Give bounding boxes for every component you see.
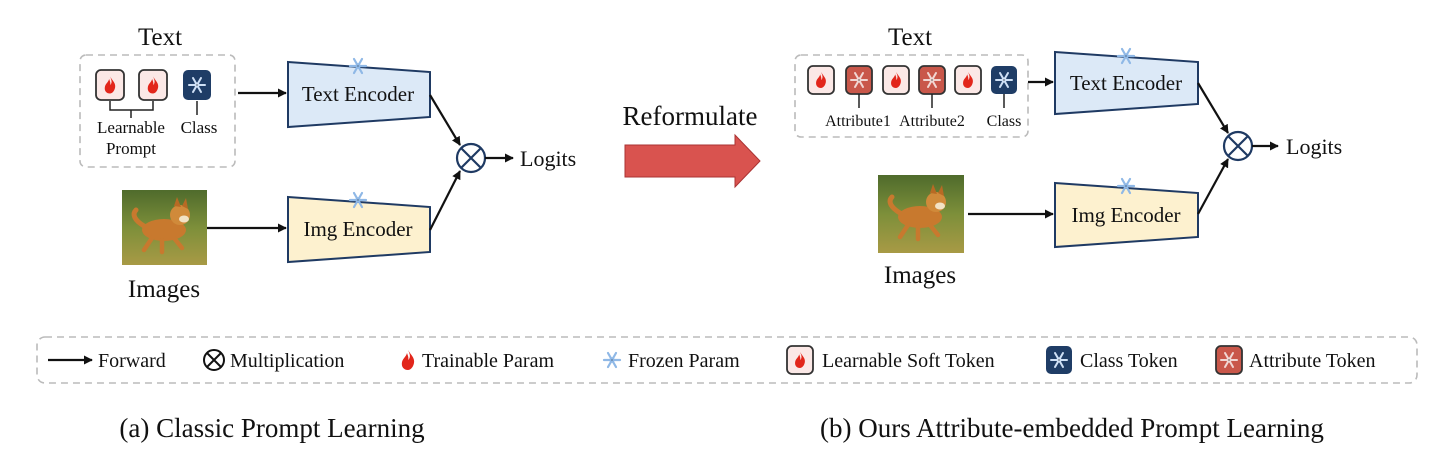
panel-b-img-encoder <box>1054 181 1199 249</box>
reformulate-arrow <box>624 133 761 189</box>
panel-a-soft-token-2 <box>138 69 168 101</box>
panel-b-attribute-token-1 <box>845 65 873 95</box>
panel-b-soft-token-1 <box>807 65 835 95</box>
legend-soft-token-icon <box>786 345 814 375</box>
legend-snowflake-icon <box>602 351 622 369</box>
panel-a-img-encoder-label: Img Encoder <box>303 217 412 241</box>
panel-a-text-title: Text <box>138 24 182 51</box>
panel-b-logits-label: Logits <box>1286 134 1342 159</box>
panel-b: Text Attribute1 Attribute2 <box>794 24 1342 289</box>
panel-a-img-encoder <box>287 195 431 264</box>
reformulate-group: Reformulate <box>623 101 761 189</box>
legend-class-token-icon <box>1046 346 1072 374</box>
panel-b-multiply-icon <box>1222 130 1254 162</box>
panel-b-arrow-img-to-mult <box>1197 158 1229 215</box>
panel-a-logits-label: Logits <box>520 146 576 171</box>
panel-b-text-encoder-label: Text Encoder <box>1070 71 1182 95</box>
legend-box <box>36 336 1418 384</box>
panel-a-soft-token-1 <box>95 69 125 101</box>
panel-a-learnable-label-1: Learnable <box>97 118 165 137</box>
legend-multiply-icon <box>203 349 225 371</box>
legend-multiplication-label: Multiplication <box>230 350 344 372</box>
panel-b-attribute1-label: Attribute1 <box>825 113 891 130</box>
panel-b-prompt-box <box>794 54 1029 138</box>
legend-attribute-token-icon <box>1215 345 1243 375</box>
panel-a-class-label: Class <box>181 118 218 137</box>
reformulate-label: Reformulate <box>623 101 758 131</box>
panel-a-learnable-bracket <box>109 101 154 118</box>
panel-b-soft-token-2 <box>882 65 910 95</box>
panel-b-img-encoder-label: Img Encoder <box>1071 203 1180 227</box>
panel-b-arrow-text-to-mult <box>1197 82 1229 134</box>
legend: Forward Multiplication Trainable Param F… <box>36 336 1418 384</box>
panel-b-soft-token-3 <box>954 65 982 95</box>
panel-a-text-encoder-label: Text Encoder <box>302 82 414 106</box>
panel-b-attribute2-label: Attribute2 <box>899 113 965 130</box>
panel-b-dog-image <box>878 175 964 253</box>
panel-b-class-label: Class <box>987 113 1022 130</box>
panel-a-dog-image <box>122 190 207 265</box>
legend-attribute-token-label: Attribute Token <box>1249 350 1376 372</box>
panel-a: Text Learnable Prompt Class Text Encoder… <box>79 24 576 303</box>
panel-b-images-label: Images <box>884 262 956 289</box>
caption-b: (b) Ours Attribute-embedded Prompt Learn… <box>820 413 1324 443</box>
legend-flame-icon <box>401 350 415 370</box>
panel-a-multiply-icon <box>455 142 487 174</box>
panel-b-attribute-token-2 <box>918 65 946 95</box>
legend-class-token-label: Class Token <box>1080 350 1178 372</box>
legend-frozen-label: Frozen Param <box>628 350 740 372</box>
panel-a-class-token <box>183 70 211 100</box>
legend-forward-label: Forward <box>98 350 166 372</box>
panel-a-images-label: Images <box>128 276 200 303</box>
legend-trainable-label: Trainable Param <box>422 350 554 372</box>
panel-a-learnable-label-2: Prompt <box>106 139 156 158</box>
panel-b-text-title: Text <box>888 24 932 51</box>
legend-soft-token-label: Learnable Soft Token <box>822 350 995 372</box>
caption-a: (a) Classic Prompt Learning <box>119 413 424 443</box>
panel-b-text-encoder <box>1054 50 1199 116</box>
panel-a-arrow-img-to-mult <box>429 170 461 231</box>
panel-b-class-token <box>991 66 1017 94</box>
panel-a-text-encoder <box>287 60 431 129</box>
panel-a-arrow-text-to-mult <box>429 94 461 146</box>
